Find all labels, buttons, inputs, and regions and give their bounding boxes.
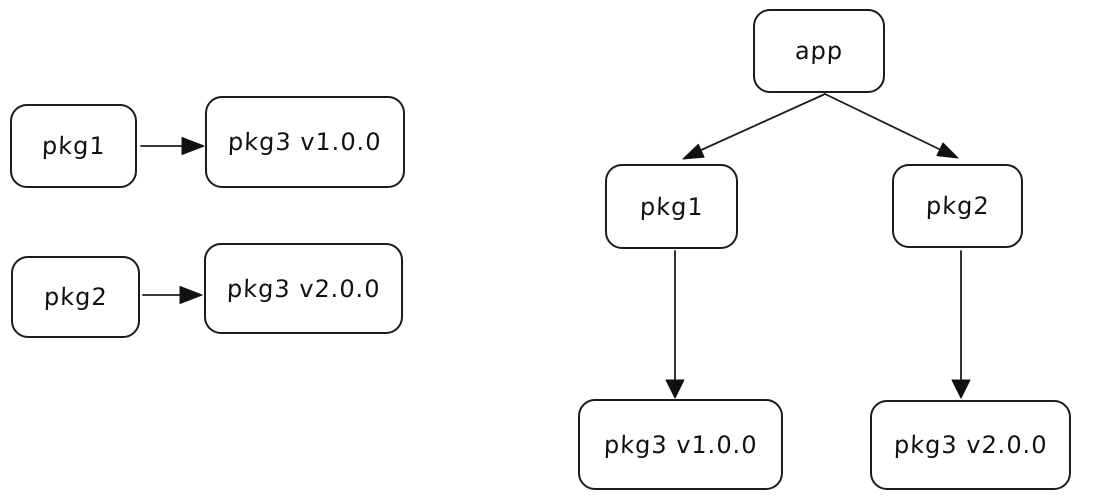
node-right-app: app bbox=[753, 9, 885, 93]
node-left-pkg1-label: pkg1 bbox=[41, 132, 106, 160]
arrowhead-right-pkg1-to-pkg3v1 bbox=[665, 379, 685, 399]
node-right-pkg3-v2-label: pkg3 v2.0.0 bbox=[893, 431, 1048, 459]
node-left-pkg3-v1: pkg3 v1.0.0 bbox=[205, 96, 405, 188]
node-left-pkg3-v2-label: pkg3 v2.0.0 bbox=[226, 274, 381, 303]
arrowhead-right-pkg2-to-pkg3v2 bbox=[951, 379, 971, 399]
arrowhead-left-pkg1-to-pkg3v1 bbox=[181, 137, 205, 155]
node-left-pkg2: pkg2 bbox=[11, 256, 140, 338]
node-right-pkg2-label: pkg2 bbox=[925, 192, 990, 220]
node-right-app-label: app bbox=[794, 37, 844, 65]
arrowhead-left-pkg2-to-pkg3v2 bbox=[179, 286, 203, 304]
node-right-pkg3-v1-label: pkg3 v1.0.0 bbox=[603, 430, 758, 459]
node-right-pkg3-v1: pkg3 v1.0.0 bbox=[578, 399, 783, 490]
node-right-pkg1-label: pkg1 bbox=[639, 192, 704, 221]
node-left-pkg3-v1-label: pkg3 v1.0.0 bbox=[227, 128, 383, 156]
node-right-pkg2: pkg2 bbox=[892, 164, 1023, 248]
arrowhead-right-app-to-pkg2 bbox=[936, 142, 959, 159]
node-left-pkg2-label: pkg2 bbox=[43, 283, 108, 311]
node-right-pkg1: pkg1 bbox=[605, 164, 738, 249]
arrowhead-right-app-to-pkg1 bbox=[682, 143, 705, 160]
edge-right-app-to-pkg2 bbox=[824, 93, 942, 151]
node-right-pkg3-v2: pkg3 v2.0.0 bbox=[870, 400, 1071, 490]
edge-right-app-to-pkg1 bbox=[698, 93, 826, 152]
node-left-pkg1: pkg1 bbox=[10, 104, 137, 188]
node-left-pkg3-v2: pkg3 v2.0.0 bbox=[204, 243, 403, 334]
